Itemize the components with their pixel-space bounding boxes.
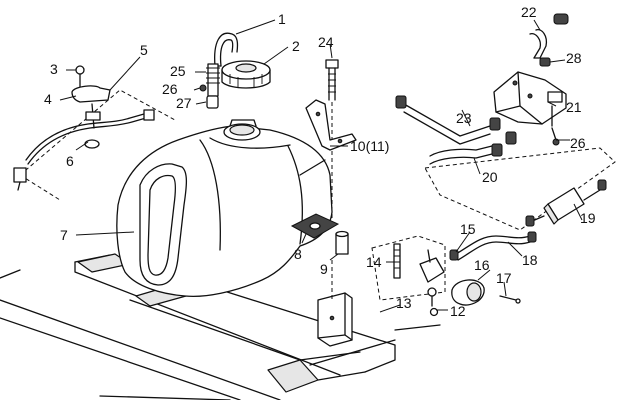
callout-7: 7 [60, 227, 68, 243]
part-21-vacuum-pump [493, 71, 567, 127]
callout-5: 5 [140, 42, 148, 58]
part-15-hose-clamps [449, 231, 537, 261]
callout-labels: 1 2 3 4 5 6 7 8 9 10(11) 12 13 14 15 16 … [44, 4, 596, 319]
callout-23: 23 [456, 110, 472, 126]
leader-lines [59, 19, 583, 313]
part-28-clamp [539, 57, 551, 67]
part-24-bolt [325, 59, 339, 300]
callout-9: 9 [320, 261, 328, 277]
callout-1: 1 [278, 11, 286, 27]
part-13-bracket [317, 292, 353, 347]
part-25-27-vent-valve [199, 63, 220, 109]
callout-8: 8 [294, 246, 302, 262]
part-12-17-fuel-valve-group [371, 235, 521, 317]
callout-26-left: 26 [162, 81, 178, 97]
part-26-clamp [551, 127, 560, 146]
callout-13: 13 [396, 295, 412, 311]
callout-24: 24 [318, 34, 334, 50]
callout-25: 25 [170, 63, 186, 79]
callout-27: 27 [176, 95, 192, 111]
part-22-hose [529, 13, 569, 59]
callout-19: 19 [580, 210, 596, 226]
callout-2: 2 [292, 38, 300, 54]
part-1-breather-hose [214, 32, 239, 67]
part-19-fuel-filter [424, 147, 616, 231]
callout-14: 14 [366, 254, 382, 270]
part-7-fuel-tank [116, 119, 333, 298]
frame-rails [0, 254, 441, 400]
callout-12: 12 [450, 303, 466, 319]
callout-22: 22 [521, 4, 537, 20]
callout-18: 18 [522, 252, 538, 268]
part-9-collar [335, 230, 349, 255]
callout-28: 28 [566, 50, 582, 66]
part-3-6-fuel-gauge-unit [13, 65, 176, 201]
callout-6: 6 [66, 153, 74, 169]
callout-10-11: 10(11) [350, 138, 389, 154]
callout-21: 21 [566, 99, 582, 115]
callout-3: 3 [50, 61, 58, 77]
callout-17: 17 [496, 270, 512, 286]
callout-26-right: 26 [570, 135, 586, 151]
part-20-hose [429, 131, 517, 165]
part-23-hose [395, 95, 501, 145]
callout-16: 16 [474, 257, 490, 273]
part-18-fuel-hose [455, 235, 531, 261]
part-2-fuel-cap [221, 60, 271, 89]
callout-20: 20 [482, 169, 498, 185]
callout-15: 15 [460, 221, 476, 237]
callout-4: 4 [44, 91, 52, 107]
part-10-bracket [305, 99, 357, 151]
part-8-pad [290, 213, 340, 239]
